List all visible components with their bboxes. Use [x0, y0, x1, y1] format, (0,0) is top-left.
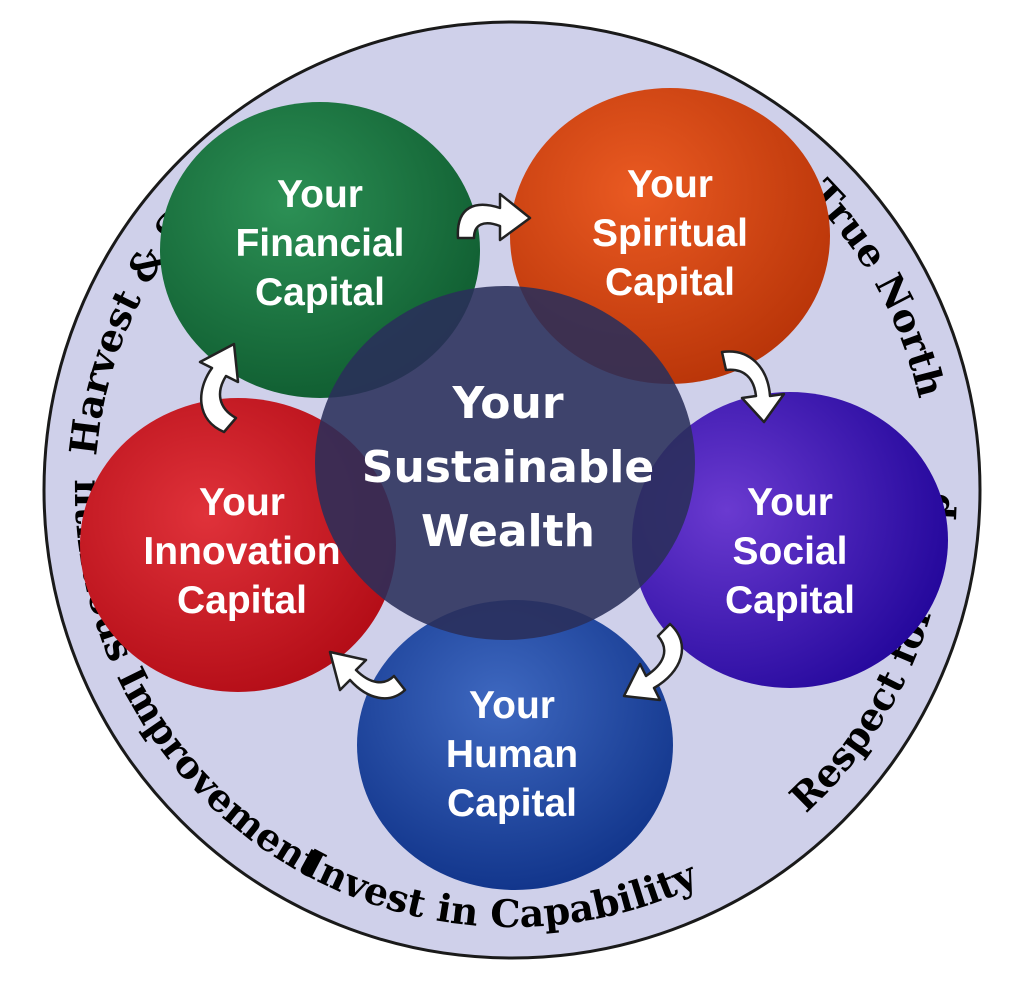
arrow-innovation-to-financial	[198, 342, 240, 434]
center-line-3: Wealth	[421, 506, 595, 557]
human-line-2: Human	[446, 733, 578, 776]
label-social-capital: Your Social Capital	[725, 481, 855, 622]
financial-line-1: Your	[277, 173, 363, 216]
financial-line-3: Capital	[255, 271, 385, 314]
label-financial-capital: Your Financial Capital	[235, 173, 404, 314]
spiritual-line-2: Spiritual	[592, 212, 748, 255]
innovation-line-3: Capital	[177, 579, 307, 622]
arrow-financial-to-spiritual	[456, 192, 532, 242]
circle-social-capital	[632, 392, 948, 688]
center-line-2: Sustainable	[362, 442, 654, 493]
financial-line-2: Financial	[235, 222, 404, 265]
label-human-capital: Your Human Capital	[446, 684, 578, 825]
arrow-spiritual-to-social	[720, 350, 786, 424]
label-innovation-capital: Your Innovation Capital	[143, 481, 340, 622]
innovation-line-1: Your	[199, 481, 285, 524]
arrow-human-to-innovation	[328, 650, 407, 700]
social-line-3: Capital	[725, 579, 855, 622]
social-line-1: Your	[747, 481, 833, 524]
arrow-social-to-human	[622, 622, 684, 702]
human-line-3: Capital	[447, 782, 577, 825]
label-sustainable-wealth: Your Sustainable Wealth	[362, 378, 654, 557]
spiritual-line-1: Your	[627, 163, 713, 206]
social-line-2: Social	[733, 530, 848, 573]
innovation-line-2: Innovation	[143, 530, 340, 573]
circle-sustainable-wealth	[315, 286, 695, 640]
human-line-1: Your	[469, 684, 555, 727]
label-spiritual-capital: Your Spiritual Capital	[592, 163, 748, 304]
circle-human-capital	[357, 600, 673, 890]
spiritual-line-3: Capital	[605, 261, 735, 304]
center-line-1: Your	[451, 378, 563, 429]
